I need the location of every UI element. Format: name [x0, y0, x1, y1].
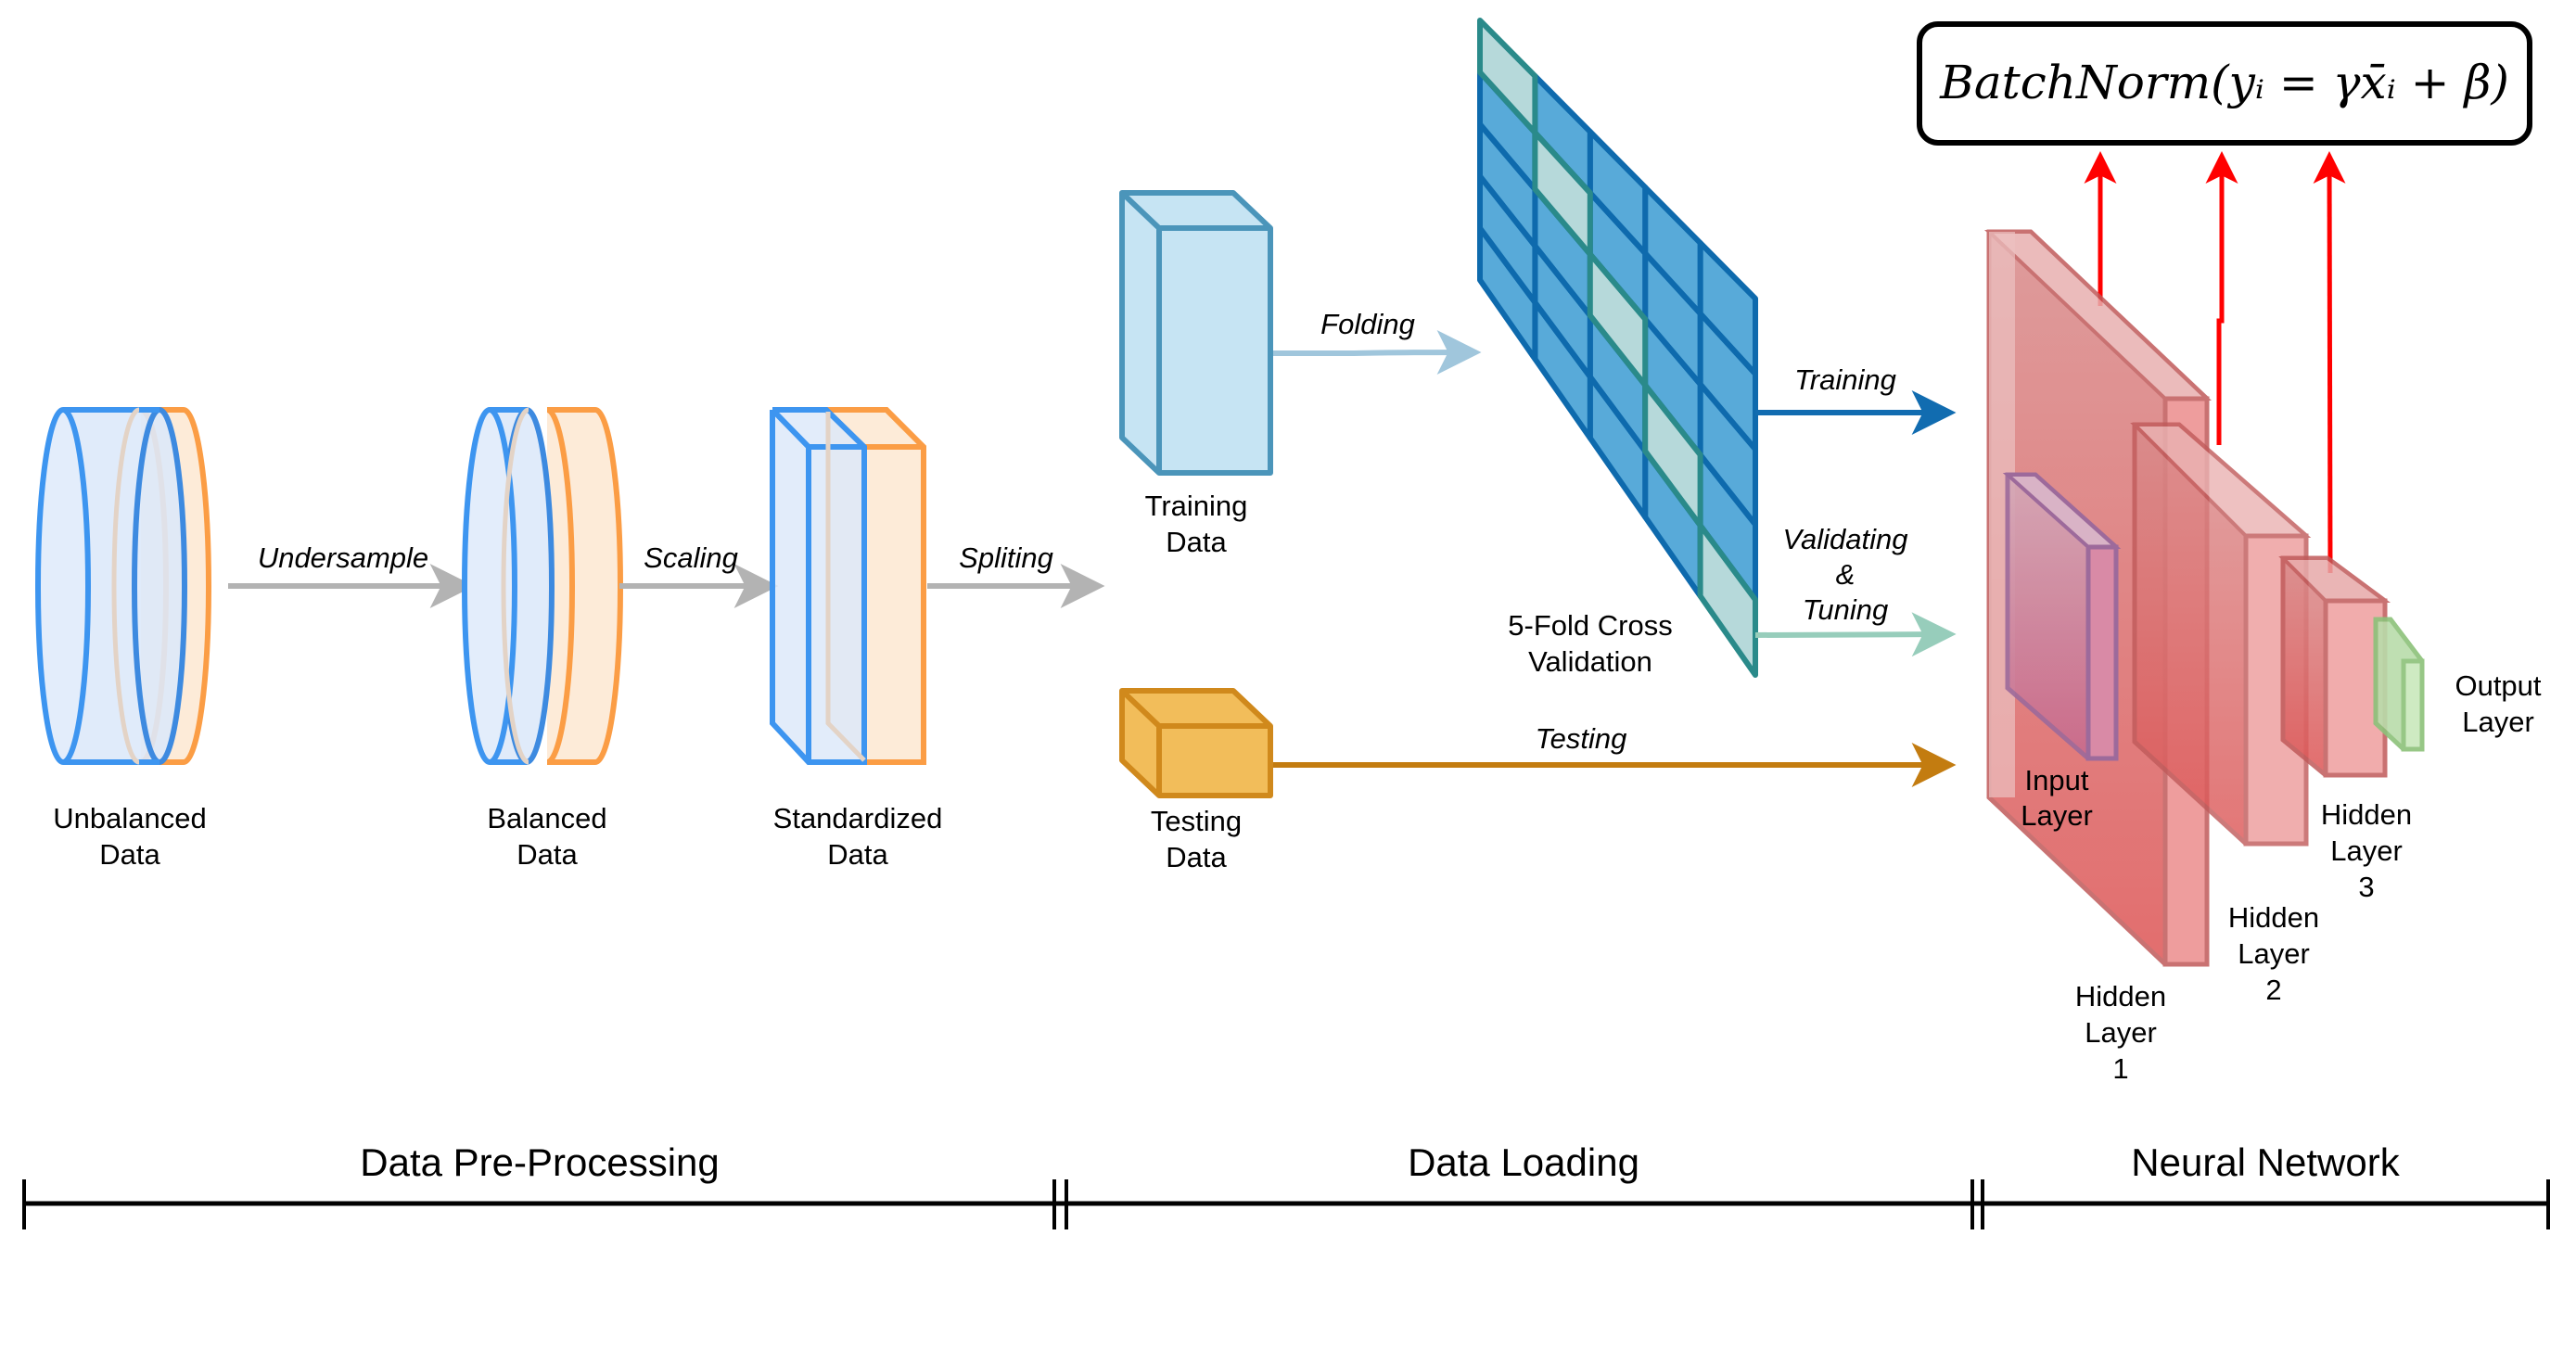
batchnorm-arrow-hidden3 — [2313, 151, 2346, 574]
label-line: Layer — [2238, 937, 2310, 970]
testing-label: Testing — [1536, 722, 1627, 755]
phase-timeline: Data Pre-Processing Data Loading Neural … — [22, 1140, 2550, 1229]
label-line: Data — [1166, 526, 1227, 558]
scaling-label: Scaling — [644, 541, 738, 574]
label-line: 2 — [2265, 974, 2281, 1006]
balanced-data-label: Balanced Data — [487, 802, 606, 871]
output-layer-block — [2373, 617, 2425, 752]
label-line: Tuning — [1803, 593, 1889, 626]
training-data-box — [1119, 190, 1273, 476]
unbalanced-data-cylinder — [35, 407, 211, 765]
label-line: Layer — [2462, 706, 2534, 738]
label-line: Standardized — [773, 802, 943, 834]
five-fold-grid — [1477, 18, 1758, 678]
label-line: Hidden — [2228, 901, 2319, 934]
standardized-data-label: Standardized Data — [773, 802, 943, 871]
label-line: Hidden — [2321, 798, 2412, 831]
phase-label-network: Neural Network — [2131, 1140, 2400, 1184]
label-line: Output — [2455, 669, 2541, 702]
label-line: Layer — [2330, 834, 2403, 867]
output-layer-label: Output Layer — [2455, 669, 2541, 738]
label-line: Data — [827, 838, 888, 871]
folding-label: Folding — [1320, 308, 1415, 340]
label-line: Balanced — [487, 802, 606, 834]
label-line: 5-Fold Cross — [1508, 609, 1672, 642]
hidden-layer-3-label: Hidden Layer 3 — [2321, 798, 2412, 903]
phase-label-loading: Data Loading — [1408, 1140, 1639, 1184]
label-line: Layer — [2021, 799, 2093, 832]
validating-tuning-label: Validating & Tuning — [1782, 523, 1907, 626]
label-line: Validation — [1528, 645, 1652, 678]
label-line: Unbalanced — [53, 802, 206, 834]
testing-data-box — [1119, 688, 1273, 798]
label-line: Data — [99, 838, 160, 871]
validating-arrow — [1754, 612, 1957, 657]
undersample-label: Undersample — [258, 541, 428, 574]
training-data-label: Training Data — [1145, 490, 1248, 558]
input-layer-label: Input Layer — [2021, 764, 2093, 832]
training-label: Training — [1794, 363, 1896, 396]
testing-data-label: Testing Data — [1151, 805, 1242, 873]
folding-arrow — [1273, 330, 1482, 376]
phase-label-preprocessing: Data Pre-Processing — [360, 1140, 720, 1184]
label-line: Training — [1145, 490, 1248, 522]
spliting-label: Spliting — [959, 541, 1053, 574]
cross-validation-label: 5-Fold Cross Validation — [1508, 609, 1672, 678]
hidden-layer-3-block — [2278, 555, 2391, 778]
unbalanced-data-label: Unbalanced Data — [53, 802, 206, 871]
label-line: Data — [1166, 841, 1227, 873]
batchnorm-box: BatchNorm(yᵢ = γx̄ᵢ + β) — [1917, 21, 2532, 146]
label-line: Input — [2025, 764, 2089, 796]
label-line: Validating — [1782, 523, 1907, 555]
standardized-data-block — [770, 407, 926, 765]
hidden-layer-2-block — [2130, 422, 2312, 847]
batchnorm-arrow-hidden2 — [2205, 151, 2238, 445]
label-line: & — [1836, 558, 1855, 591]
fold-cell-validation — [1697, 522, 1758, 678]
input-layer-block — [2002, 472, 2122, 761]
label-line: Layer — [2085, 1016, 2157, 1049]
label-line: Data — [516, 838, 578, 871]
hidden-layer-1-label: Hidden Layer 1 — [2075, 980, 2166, 1085]
balanced-data-cylinder — [462, 407, 623, 765]
hidden-layer-2-label: Hidden Layer 2 — [2228, 901, 2319, 1006]
label-line: Hidden — [2075, 980, 2166, 1012]
label-line: 3 — [2358, 871, 2374, 903]
label-line: Testing — [1151, 805, 1242, 837]
batchnorm-formula: BatchNorm(yᵢ = γx̄ᵢ + β) — [1939, 56, 2509, 109]
label-line: 1 — [2112, 1052, 2128, 1085]
